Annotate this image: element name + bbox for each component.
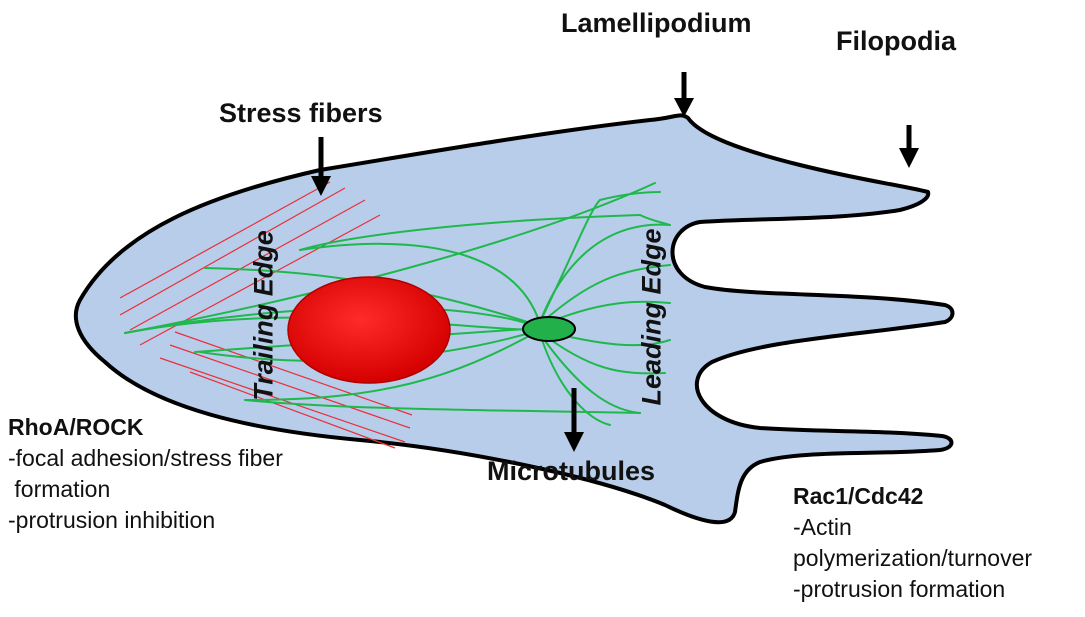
rhoa-rock-line-3: -protrusion inhibition	[8, 505, 283, 536]
rac1-cdc42-line-1: -Actin	[793, 512, 1032, 543]
centrosome	[523, 317, 575, 341]
trailing-edge-label: Trailing Edge	[249, 226, 280, 406]
nucleus	[288, 277, 450, 383]
microtubules-label: Microtubules	[487, 456, 655, 487]
stress-fibers-label: Stress fibers	[219, 98, 383, 129]
rhoa-rock-note: RhoA/ROCK -focal adhesion/stress fiber f…	[8, 412, 283, 536]
filopodia-arrow	[899, 125, 919, 168]
lamellipodium-arrow	[674, 72, 694, 117]
rac1-cdc42-title: Rac1/Cdc42	[793, 481, 1032, 512]
rac1-cdc42-line-2: polymerization/turnover	[793, 543, 1032, 574]
rhoa-rock-line-2: formation	[8, 474, 283, 505]
filopodia-label: Filopodia	[836, 26, 956, 57]
leading-edge-label: Leading Edge	[637, 236, 668, 406]
rac1-cdc42-note: Rac1/Cdc42 -Actin polymerization/turnove…	[793, 481, 1032, 605]
lamellipodium-label: Lamellipodium	[561, 8, 752, 39]
rhoa-rock-line-1: -focal adhesion/stress fiber	[8, 443, 283, 474]
rhoa-rock-title: RhoA/ROCK	[8, 412, 283, 443]
rac1-cdc42-line-3: -protrusion formation	[793, 574, 1032, 605]
